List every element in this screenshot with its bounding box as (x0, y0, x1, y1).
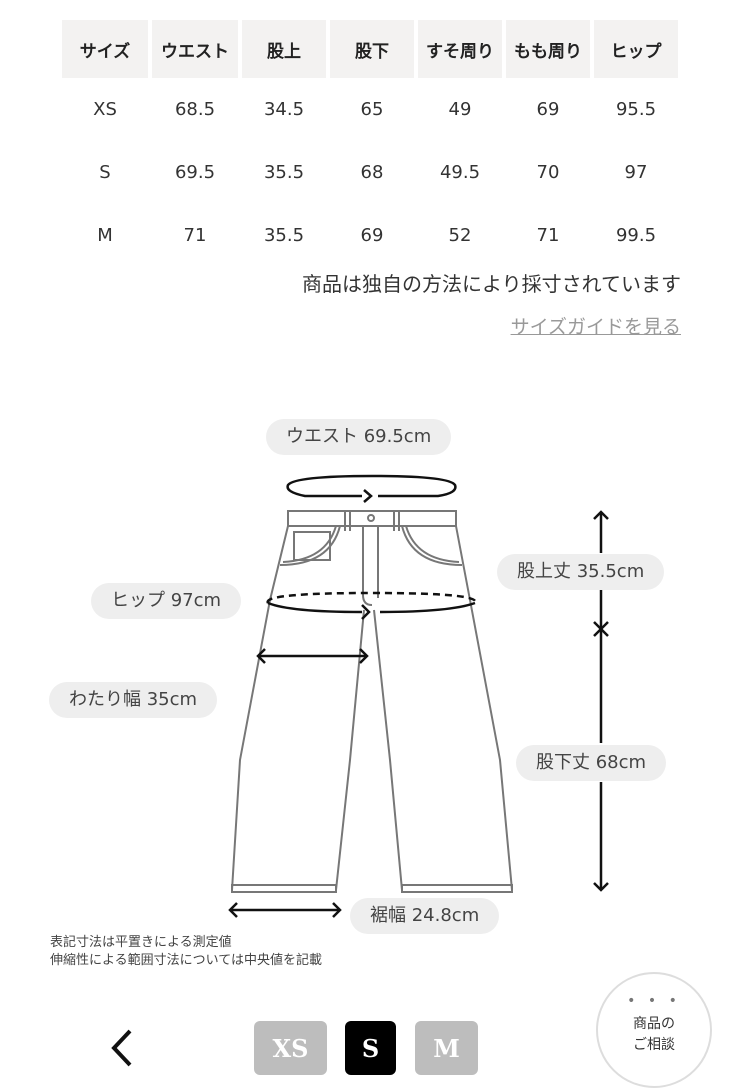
header-hip: ヒップ (594, 20, 678, 78)
cell: 35.5 (263, 225, 305, 246)
size-button-m[interactable]: M (415, 1021, 478, 1075)
cell: 99.5 (615, 225, 657, 246)
cell: 65 (360, 99, 384, 120)
cell: 49.5 (439, 162, 481, 183)
cell: 49 (448, 99, 472, 120)
cell: XS (93, 99, 117, 120)
back-button[interactable] (104, 1026, 140, 1070)
cell: 68 (360, 162, 384, 183)
size-button-xs[interactable]: XS (254, 1021, 327, 1075)
table-row: XS 68.5 34.5 65 49 69 95.5 (62, 78, 678, 141)
cell: 69.5 (174, 162, 216, 183)
cell: 69 (360, 225, 384, 246)
waist-measurement-label: ウエスト 69.5cm (266, 419, 452, 455)
header-size: サイズ (62, 20, 148, 78)
cell: 95.5 (615, 99, 657, 120)
footnote: 表記寸法は平置きによる測定値 伸縮性による範囲寸法については中央値を記載 (50, 934, 322, 970)
footnote-line-1: 表記寸法は平置きによる測定値 (50, 935, 232, 950)
consult-label: 商品の ご相談 (598, 1014, 710, 1056)
footnote-line-2: 伸縮性による範囲寸法については中央値を記載 (50, 953, 322, 968)
consult-label-line-2: ご相談 (633, 1037, 675, 1053)
cell: 35.5 (263, 162, 305, 183)
more-dots-icon: • • • (627, 993, 681, 1009)
thigh-measurement-label: わたり幅 35cm (49, 682, 218, 718)
rise-measurement-label: 股上丈 35.5cm (497, 554, 665, 590)
size-guide-link[interactable]: サイズガイドを見る (510, 316, 681, 338)
header-inseam: 股下 (330, 20, 414, 78)
header-hem: すそ周り (418, 20, 502, 78)
inseam-measurement-label: 股下丈 68cm (516, 745, 667, 781)
header-waist: ウエスト (152, 20, 238, 78)
header-rise: 股上 (242, 20, 326, 78)
cell: M (97, 225, 113, 246)
table-row: M 71 35.5 69 52 71 99.5 (62, 204, 678, 267)
hem-measurement-label: 裾幅 24.8cm (350, 898, 500, 934)
cell: 71 (183, 225, 207, 246)
table-row: S 69.5 35.5 68 49.5 70 97 (62, 141, 678, 204)
cell: 97 (624, 162, 648, 183)
cell: 34.5 (263, 99, 305, 120)
cell: 71 (536, 225, 560, 246)
consult-label-line-1: 商品の (633, 1016, 675, 1032)
cell: S (99, 162, 111, 183)
size-button-s[interactable]: S (345, 1021, 396, 1075)
cell: 52 (448, 225, 472, 246)
size-table: サイズ ウエスト 股上 股下 すそ周り もも周り ヒップ XS 68.5 34.… (58, 20, 682, 267)
chevron-left-icon (111, 1029, 132, 1067)
cell: 69 (536, 99, 560, 120)
hip-measurement-label: ヒップ 97cm (91, 583, 242, 619)
product-consult-button[interactable]: • • • 商品の ご相談 (596, 972, 712, 1088)
table-header-row: サイズ ウエスト 股上 股下 すそ周り もも周り ヒップ (62, 20, 678, 78)
measurement-note: 商品は独自の方法により採寸されています (302, 272, 681, 296)
cell: 70 (536, 162, 560, 183)
cell: 68.5 (174, 99, 216, 120)
header-thigh: もも周り (506, 20, 590, 78)
